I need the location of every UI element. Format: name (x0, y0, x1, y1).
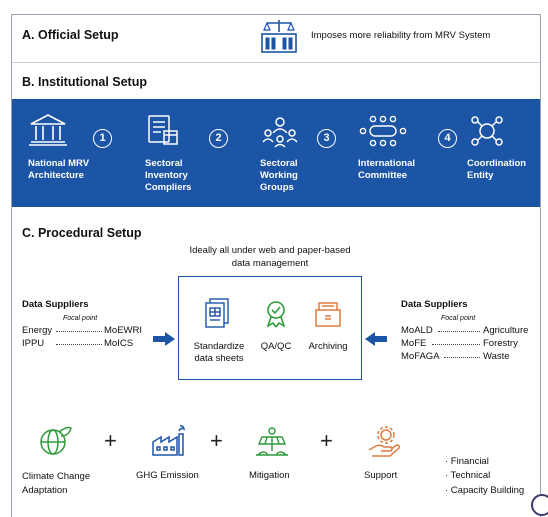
bottom-label-mitigation: Mitigation (249, 470, 290, 481)
archive-icon (315, 302, 341, 327)
step-number-4: 4 (438, 129, 457, 148)
plus-sign: + (210, 428, 223, 453)
right-supplier-source: MoALD (401, 325, 433, 336)
support-type-financial: · Financial (445, 456, 489, 467)
connector-dots (56, 344, 102, 345)
hand-gear-icon (368, 426, 400, 457)
institutional-band (12, 99, 540, 207)
step-number-3: 3 (317, 129, 336, 148)
right-suppliers-title: Data Suppliers (401, 299, 468, 310)
pillars-icon (29, 114, 67, 146)
arrow-right-icon (153, 332, 175, 346)
bottom-label-support: Support (364, 470, 398, 481)
box-item-datasheets: Standardize data sheets (193, 341, 245, 364)
left-supplier-source: Energy (22, 325, 53, 336)
right-supplier-source: MoFAGA (401, 351, 440, 362)
plus-sign: + (104, 428, 117, 453)
coordination-icon (471, 116, 503, 146)
connector-dots (56, 331, 102, 332)
inventory-icon (148, 115, 178, 145)
institutional-label-mrv: National MRV Architecture (28, 158, 90, 181)
arrow-left-icon (365, 332, 387, 346)
bottom-label-adaptation: Climate Change Adaptation (22, 471, 91, 496)
institutional-label-working-groups: Sectoral Working Groups (260, 158, 298, 193)
right-supplier-target: Agriculture (483, 325, 529, 336)
globe-leaf-icon (40, 426, 72, 455)
institutional-label-committee: International Committee (358, 158, 416, 181)
right-focal-point-label: Focal point (441, 315, 476, 322)
connector-dots (432, 344, 480, 345)
chat-icon[interactable] (531, 494, 548, 516)
right-supplier-target: Forestry (483, 338, 518, 349)
support-type-technical: · Technical (445, 470, 491, 481)
bottom-label-ghg: GHG Emission (136, 470, 199, 481)
left-suppliers-title: Data Suppliers (22, 299, 89, 310)
connector-dots (438, 331, 480, 332)
box-item-archiving: Archiving (308, 341, 348, 352)
section-divider (12, 62, 540, 63)
datasheet-icon (205, 298, 229, 328)
support-type-capacity: · Capacity Building (445, 485, 525, 496)
left-supplier-target: MoICS (104, 338, 134, 349)
plus-sign: + (320, 428, 333, 453)
left-supplier-target: MoEWRI (104, 325, 142, 336)
working-group-icon (262, 117, 298, 148)
step-number-1: 1 (93, 129, 112, 148)
left-supplier-source: IPPU (22, 338, 45, 349)
right-supplier-source: MoFE (401, 338, 427, 349)
step-number-2: 2 (209, 129, 228, 148)
right-supplier-target: Waste (483, 351, 510, 362)
scales-building-icon (261, 20, 297, 53)
solar-plant-icon (256, 427, 288, 456)
qaqc-badge-icon (266, 301, 286, 328)
official-setup-note: Imposes more reliability from MRV System (311, 30, 491, 41)
data-management-box (178, 276, 362, 380)
institutional-setup-title: B. Institutional Setup (22, 75, 147, 89)
connector-dots (444, 357, 480, 358)
procedural-center-note: Ideally all under web and paper-based da… (189, 245, 351, 269)
box-item-qaqc: QA/QC (260, 341, 292, 352)
diagram-frame (11, 14, 541, 517)
factory-icon (152, 425, 186, 456)
procedural-setup-title: C. Procedural Setup (22, 226, 142, 240)
official-setup-title: A. Official Setup (22, 28, 119, 42)
left-focal-point-label: Focal point (63, 315, 98, 322)
institutional-label-inventory: Sectoral Inventory Compliers (145, 158, 192, 193)
meeting-icon (359, 115, 407, 147)
institutional-label-coordination: Coordination Entity (467, 158, 527, 181)
